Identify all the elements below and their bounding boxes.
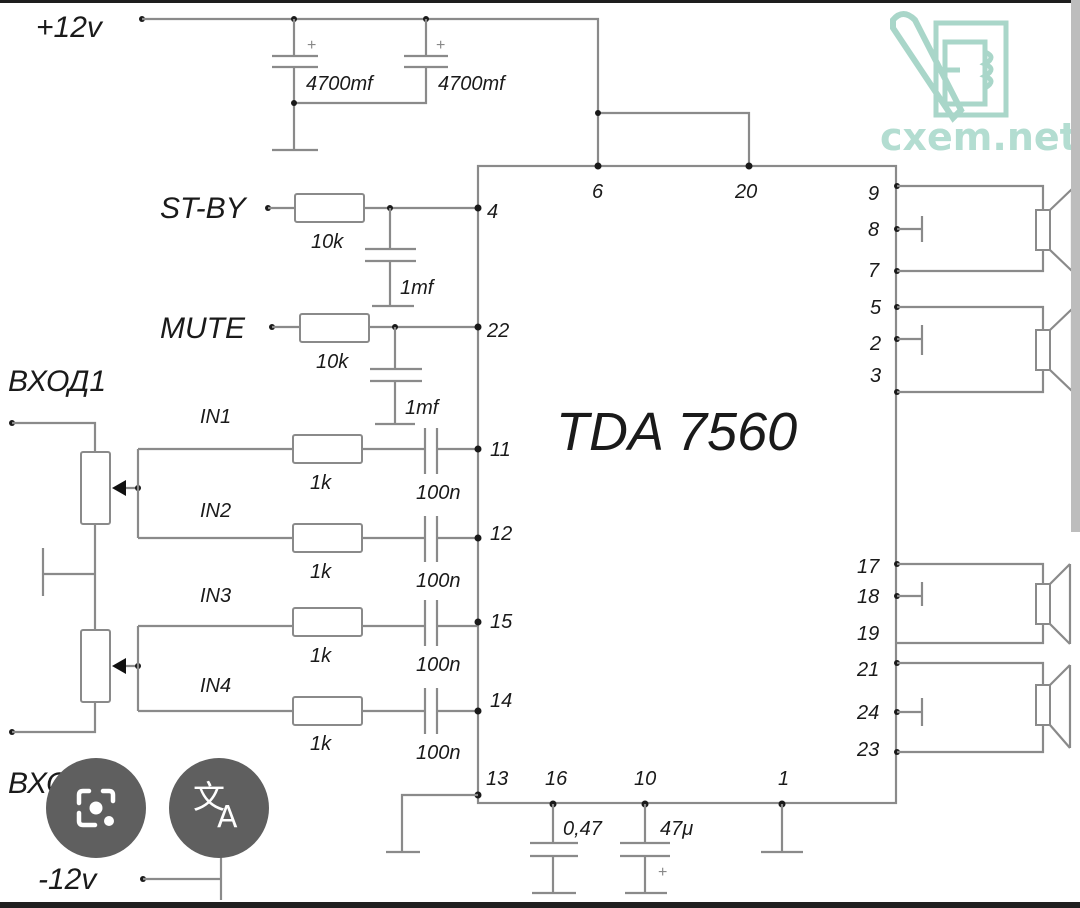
svg-text:+: + (658, 864, 667, 881)
bottom-edge-bar (0, 902, 1080, 908)
pin-label: 24 (856, 702, 879, 724)
input-channel-4: IN4 1k 100n 14 (138, 675, 512, 764)
positive-supply-label: +12v (36, 11, 104, 44)
pin-label: 9 (868, 183, 879, 205)
watermark-text: cxem.net (880, 115, 1078, 159)
input1-label: ВХОД1 (8, 365, 106, 398)
translate-glyph-main: 文 (193, 778, 226, 816)
google-lens-icon (76, 788, 116, 828)
input-network: ВХОД1 ВХОД2 (8, 365, 141, 800)
pin-label: 14 (490, 690, 512, 712)
cap-label: 0,47 (563, 818, 603, 840)
pin-label: 13 (486, 768, 508, 790)
cap-label: 1mf (405, 397, 441, 419)
translate-icon: 文 A (191, 780, 247, 836)
pin-label: 10 (634, 768, 656, 790)
pin-label: 8 (868, 219, 879, 241)
pin-label: 4 (487, 201, 498, 223)
pin-label: 5 (870, 297, 882, 319)
pin-label: 2 (869, 333, 881, 355)
pin-label: 6 (592, 181, 604, 203)
translate-glyph-sub: A (217, 800, 238, 835)
pin-label: 23 (856, 739, 879, 761)
pin-label: 12 (490, 523, 512, 545)
mute-circuit: MUTE 10k 1mf 22 (160, 312, 509, 426)
resistor-label: 1k (310, 561, 332, 583)
svg-text:+: + (307, 37, 316, 54)
pin-label: 3 (870, 365, 881, 387)
pin-label: 18 (857, 586, 879, 608)
input-channel-3: IN3 1k 100n 15 (138, 585, 513, 676)
translate-button[interactable]: 文 A (169, 758, 269, 858)
cap-label: 4700mf (438, 73, 507, 95)
standby-label: ST-BY (160, 192, 248, 225)
speaker-icon (1035, 664, 1072, 749)
channel-name: IN3 (200, 585, 231, 607)
pin-label: 17 (857, 556, 880, 578)
output-channel-2: 5 2 3 (869, 297, 1074, 395)
pin-label: 15 (490, 611, 513, 633)
resistor-label: 1k (310, 645, 332, 667)
cap-label: 4700mf (306, 73, 375, 95)
input-channel-2: IN2 1k 100n 12 (138, 500, 512, 592)
speaker-icon (1035, 188, 1074, 272)
watermark-logo-icon: cxem.net (880, 11, 1078, 159)
ic-chip: TDA 7560 6 20 (476, 162, 898, 805)
resistor-label: 1k (310, 472, 332, 494)
resistor-label: 1k (310, 733, 332, 755)
bottom-pins: 13 16 0,47 10 + 47μ 1 (386, 768, 803, 895)
cap-label: 100n (416, 570, 461, 592)
google-lens-button[interactable] (46, 758, 146, 858)
positive-supply: +12v + 4700mf + 4700mf (36, 11, 751, 165)
speaker-icon (1035, 563, 1072, 645)
pin-label: 16 (545, 768, 568, 790)
pin-label: 20 (734, 181, 757, 203)
svg-text:+: + (436, 37, 445, 54)
cap-label: 47μ (660, 818, 693, 840)
channel-name: IN4 (200, 675, 231, 697)
negative-supply: -12v (38, 857, 223, 900)
top-edge-bar (0, 0, 1080, 3)
cap-label: 100n (416, 482, 461, 504)
channel-name: IN1 (200, 406, 231, 428)
standby-circuit: ST-BY 10k 1mf 4 (160, 192, 498, 308)
mute-label: MUTE (160, 312, 246, 345)
pin-label: 1 (778, 768, 789, 790)
resistor-label: 10k (311, 231, 344, 253)
cap-label: 1mf (400, 277, 436, 299)
channel-name: IN2 (200, 500, 231, 522)
output-channel-4: 21 24 23 (856, 659, 1072, 761)
negative-supply-label: -12v (38, 863, 98, 896)
speaker-icon (1035, 308, 1074, 392)
chip-label: TDA 7560 (556, 402, 797, 462)
cap-label: 100n (416, 654, 461, 676)
cap-label: 100n (416, 742, 461, 764)
pin-label: 7 (868, 260, 880, 282)
scroll-edge-strip (1071, 0, 1080, 532)
pin-label: 22 (486, 320, 509, 342)
pin-label: 21 (856, 659, 879, 681)
resistor-label: 10k (316, 351, 349, 373)
input-channel-1: IN1 1k 100n 11 (138, 406, 511, 504)
pin-label: 19 (857, 623, 879, 645)
output-channel-3: 17 18 19 (857, 556, 1072, 645)
pin-label: 11 (490, 439, 511, 461)
output-channel-1: 9 8 7 (868, 183, 1074, 282)
